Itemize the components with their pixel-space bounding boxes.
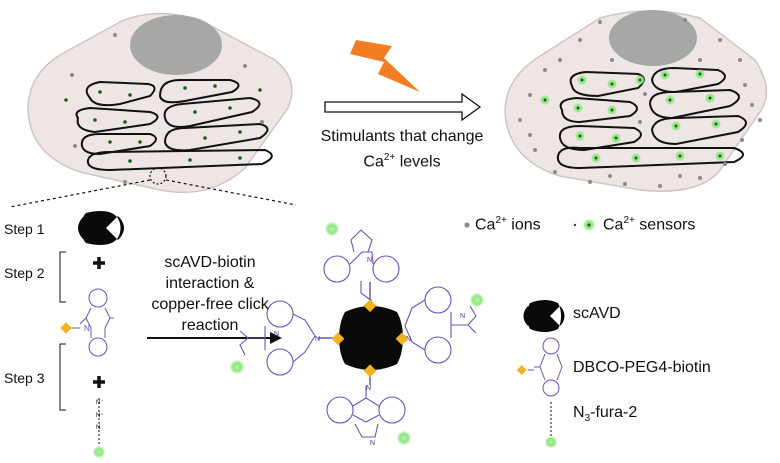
process-label: Stimulants that change Ca2+ levels <box>312 126 492 172</box>
complex: N N N N <box>230 222 484 445</box>
zoom-circle <box>149 167 167 185</box>
ions-left <box>70 33 264 184</box>
avidin-core-icon <box>339 306 403 370</box>
svg-text:N: N <box>367 257 372 264</box>
azide-atom-2: N⁺ <box>96 413 104 419</box>
scavd-legend-icon <box>523 300 565 332</box>
dbco-legend-label: DBCO-PEG4-biotin <box>573 359 711 376</box>
er-right <box>556 66 747 170</box>
dbco-legend-icon <box>528 337 563 397</box>
triazole-atom-2: N <box>460 313 466 320</box>
triazole-atom-1: N <box>274 331 280 338</box>
azide-atom-1: N⁻ <box>96 400 104 406</box>
ions-legend-label: Ca2+ ions <box>475 215 541 234</box>
reaction-label-line2: interaction & <box>165 275 255 292</box>
sensors-left <box>64 84 262 163</box>
fura-glow <box>230 222 484 445</box>
sensors-legend-label: Ca2+ sensors <box>603 215 696 234</box>
sensors-right <box>540 69 725 163</box>
ions-right <box>518 18 762 188</box>
er-left <box>75 79 273 172</box>
biotin-diamonds <box>331 299 409 378</box>
svg-text:N: N <box>315 336 320 343</box>
nucleus-right <box>609 10 697 66</box>
fura-legend-label: N3-fura-2 <box>573 404 638 425</box>
nucleus-left <box>130 15 222 75</box>
reaction-label-line1: scAVD-biotin <box>164 254 256 271</box>
scavd-legend-label: scAVD <box>573 305 621 322</box>
svg-text:N: N <box>406 336 411 343</box>
complex-bonds <box>239 229 477 438</box>
process-arrow <box>324 92 482 122</box>
plus-step2 <box>93 257 105 269</box>
sensor-legend-icon <box>573 219 595 231</box>
triazole-atom-3: N <box>370 440 376 447</box>
stimulus-bolt-icon <box>350 40 420 92</box>
svg-text:N: N <box>84 324 90 333</box>
avidin-small-icon <box>78 211 124 245</box>
step-3-label: Step 3 <box>4 370 45 386</box>
reaction-label-line3: copper-free click <box>151 296 269 313</box>
plus-step3 <box>93 376 105 388</box>
resting-cell <box>9 12 297 208</box>
process-label-line2: Ca2+ levels <box>363 152 441 171</box>
step-1-label: Step 1 <box>4 221 45 237</box>
steps-column: N <box>59 211 124 458</box>
dbco-small-icon <box>79 288 114 357</box>
step-2-label: Step 2 <box>4 265 45 281</box>
stimulated-cell <box>504 10 768 192</box>
reaction-label-line4: reaction <box>181 317 239 334</box>
process-label-line1: Stimulants that change <box>320 128 484 145</box>
azide-atom-3: N <box>96 425 101 431</box>
fura-legend-icon <box>545 402 557 448</box>
svg-text:N: N <box>366 385 371 392</box>
reaction-label: scAVD-biotin interaction & copper-free c… <box>136 252 284 336</box>
azide-small-icon <box>93 398 105 458</box>
ion-legend-icon <box>464 222 470 228</box>
